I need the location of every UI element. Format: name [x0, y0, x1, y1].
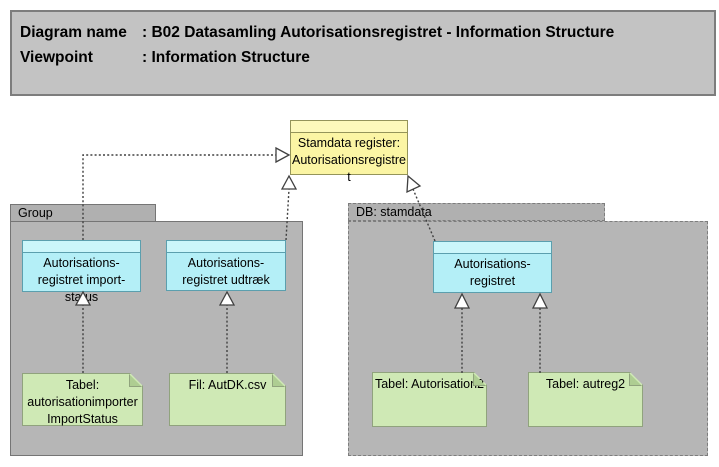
- object-autorisationsregistret-import-status[interactable]: Autorisations- registret import- status: [22, 240, 141, 304]
- diagram-title-box[interactable]: Diagram name : B02 Datasamling Autorisat…: [10, 10, 716, 96]
- object-autorisationsregistret-udtraek[interactable]: Autorisations- registret udtræk: [166, 240, 286, 291]
- object-stamdata-register-band: [291, 121, 407, 133]
- viewpoint-label: Viewpoint: [20, 49, 93, 66]
- folder-group-tab[interactable]: Group: [10, 204, 156, 222]
- hollow-triangle-icon: [275, 146, 291, 164]
- object-label: Autorisations- registret: [454, 257, 531, 288]
- note-tabel-autreg2[interactable]: Tabel: autreg2: [528, 372, 643, 427]
- note-label: Tabel: autreg2: [545, 377, 626, 391]
- object-autorisationsregistret[interactable]: Autorisations- registret: [433, 241, 552, 293]
- diagram-name-label: Diagram name: [20, 24, 127, 41]
- diagram-name-value: : B02 Datasamling Autorisationsregistret…: [142, 24, 615, 41]
- object-band: [434, 242, 551, 254]
- object-stamdata-register[interactable]: Stamdata register: Autorisationsregistre…: [290, 120, 408, 184]
- folder-group-label: Group: [18, 206, 53, 220]
- hollow-triangle-icon: [406, 174, 422, 194]
- viewpoint-value: : Information Structure: [142, 49, 310, 66]
- object-band: [23, 241, 140, 253]
- note-fil-autdk-csv[interactable]: Fil: AutDK.csv: [169, 373, 286, 426]
- object-stamdata-register-label: Stamdata register: Autorisationsregistre…: [292, 136, 406, 184]
- folder-db-stamdata-tab[interactable]: DB: stamdata: [348, 203, 605, 221]
- object-label: Autorisations- registret udtræk: [182, 256, 270, 287]
- note-label: Fil: AutDK.csv: [188, 378, 267, 392]
- note-tabel-autorisation2[interactable]: Tabel: Autorisation2: [372, 372, 487, 427]
- object-band: [167, 241, 285, 253]
- diagram-title-grid: Diagram name : B02 Datasamling Autorisat…: [20, 20, 714, 70]
- object-label: Autorisations- registret import- status: [37, 256, 126, 304]
- note-tabel-autorisationimporter-importstatus[interactable]: Tabel: autorisationimporter ImportStatus: [22, 373, 143, 426]
- note-label: Tabel: autorisationimporter ImportStatus: [27, 378, 138, 426]
- note-label: Tabel: Autorisation2: [374, 377, 485, 391]
- folder-db-stamdata-label: DB: stamdata: [356, 205, 432, 219]
